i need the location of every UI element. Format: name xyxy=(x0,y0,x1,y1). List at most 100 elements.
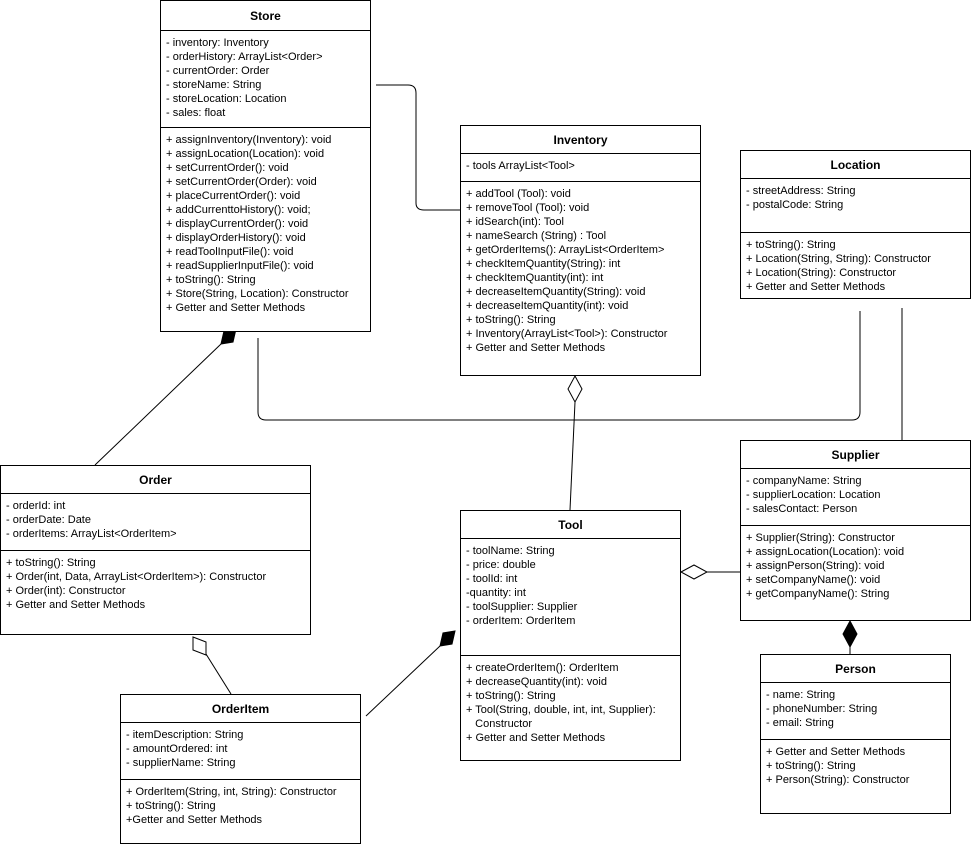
person-methods: + Getter and Setter Methods + toString()… xyxy=(761,739,950,787)
order-class[interactable]: Order - orderId: int - orderDate: Date -… xyxy=(0,465,311,635)
order-class-name: Order xyxy=(1,466,310,494)
method: + Inventory(ArrayList<Tool>): Constructo… xyxy=(466,328,668,340)
method: + Getter and Setter Methods xyxy=(6,599,146,611)
attribute: - currentOrder: Order xyxy=(166,65,270,77)
method: + toString(): String xyxy=(466,690,556,702)
method: + Getter and Setter Methods xyxy=(166,302,306,314)
method: + toString(): String xyxy=(6,557,96,569)
method: + Supplier(String): Constructor xyxy=(746,532,895,544)
method: + Tool(String, double, int, int, Supplie… xyxy=(466,704,656,716)
orderitem-class-name: OrderItem xyxy=(121,695,360,723)
attribute: - email: String xyxy=(766,717,834,729)
attribute: - companyName: String xyxy=(746,475,862,487)
person-class[interactable]: Person - name: String - phoneNumber: Str… xyxy=(760,654,951,814)
method: + assignLocation(Location): void xyxy=(746,546,905,558)
method: + addCurrenttoHistory(): void; xyxy=(166,204,311,216)
attribute: - orderItem: OrderItem xyxy=(466,615,576,627)
inventory-tool-link xyxy=(569,401,576,511)
method: + decreaseItemQuantity(int): void xyxy=(466,300,629,312)
attribute: - orderHistory: ArrayList<Order> xyxy=(166,51,323,63)
method: + removeTool (Tool): void xyxy=(466,202,590,214)
person-class-name: Person xyxy=(761,655,950,683)
method: + assignInventory(Inventory): void xyxy=(166,134,332,146)
inventory-tool-aggregation-diamond xyxy=(567,374,583,404)
tool-class-name: Tool xyxy=(461,511,680,539)
attribute: - supplierName: String xyxy=(126,757,236,769)
method: + toString(): String xyxy=(166,274,256,286)
orderitem-attributes: - itemDescription: String - amountOrdere… xyxy=(121,723,360,779)
store-order-link xyxy=(94,343,222,466)
attribute: - streetAddress: String xyxy=(746,185,856,197)
attribute: - sales: float xyxy=(166,107,226,119)
attribute: -quantity: int xyxy=(466,587,526,599)
orderitem-methods: + OrderItem(String, int, String): Constr… xyxy=(121,779,360,827)
store-class[interactable]: Store - inventory: Inventory - orderHist… xyxy=(160,0,371,332)
attribute: - toolName: String xyxy=(466,545,555,557)
orderitem-class[interactable]: OrderItem - itemDescription: String - am… xyxy=(120,694,361,844)
method: + displayCurrentOrder(): void xyxy=(166,218,309,230)
attribute: - supplierLocation: Location xyxy=(746,489,881,501)
method: + toString(): String xyxy=(746,239,836,251)
tool-class[interactable]: Tool - toolName: String - price: double … xyxy=(460,510,681,761)
order-orderitem-link xyxy=(205,653,232,695)
attribute: - name: String xyxy=(766,689,836,701)
method: + decreaseItemQuantity(String): void xyxy=(466,286,646,298)
store-location-link xyxy=(257,311,861,421)
attribute: - storeLocation: Location xyxy=(166,93,287,105)
method: + checkItemQuantity(int): int xyxy=(466,272,604,284)
attribute: - postalCode: String xyxy=(746,199,844,211)
method: Constructor xyxy=(466,718,533,730)
method: + Getter and Setter Methods xyxy=(466,732,606,744)
order-methods: + toString(): String + Order(int, Data, … xyxy=(1,550,310,612)
location-methods: + toString(): String + Location(String, … xyxy=(741,232,970,294)
method: + setCurrentOrder(Order): void xyxy=(166,176,317,188)
method: + addTool (Tool): void xyxy=(466,188,571,200)
method: + idSearch(int): Tool xyxy=(466,216,564,228)
attribute: - phoneNumber: String xyxy=(766,703,878,715)
method: + createOrderItem(): OrderItem xyxy=(466,662,619,674)
location-attributes: - streetAddress: String - postalCode: St… xyxy=(741,179,970,232)
method: + Store(String, Location): Constructor xyxy=(166,288,349,300)
attribute: - tools ArrayList<Tool> xyxy=(466,160,575,172)
attribute: - inventory: Inventory xyxy=(166,37,269,49)
method: + setCurrentOrder(): void xyxy=(166,162,289,174)
location-class-name: Location xyxy=(741,151,970,179)
store-inventory-link xyxy=(376,84,461,211)
attribute: - storeName: String xyxy=(166,79,262,91)
tool-supplier-aggregation-diamond xyxy=(679,564,709,580)
method: + Person(String): Constructor xyxy=(766,774,910,786)
method: + Location(String): Constructor xyxy=(746,267,897,279)
method: + toString(): String xyxy=(766,760,856,772)
method: + Order(int, Data, ArrayList<OrderItem>)… xyxy=(6,571,267,583)
inventory-class[interactable]: Inventory - tools ArrayList<Tool> + addT… xyxy=(460,125,701,376)
store-attributes: - inventory: Inventory - orderHistory: A… xyxy=(161,31,370,127)
method: + Getter and Setter Methods xyxy=(746,281,886,293)
method: + Order(int): Constructor xyxy=(6,585,126,597)
supplier-class[interactable]: Supplier - companyName: String - supplie… xyxy=(740,440,971,621)
attribute: - salesContact: Person xyxy=(746,503,858,515)
method: + readToolInputFile(): void xyxy=(166,246,294,258)
method: + decreaseQuantity(int): void xyxy=(466,676,607,688)
tool-orderitem-composition-diamond xyxy=(439,630,456,647)
attribute: - orderDate: Date xyxy=(6,514,91,526)
method: + assignPerson(String): void xyxy=(746,560,885,572)
order-orderitem-aggregation-diamond xyxy=(192,636,207,656)
tool-methods: + createOrderItem(): OrderItem + decreas… xyxy=(461,655,680,745)
method: + Getter and Setter Methods xyxy=(466,342,606,354)
attribute: - itemDescription: String xyxy=(126,729,244,741)
tool-attributes: - toolName: String - price: double - too… xyxy=(461,539,680,655)
location-class[interactable]: Location - streetAddress: String - posta… xyxy=(740,150,971,299)
method: + displayOrderHistory(): void xyxy=(166,232,306,244)
method: + readSupplierInputFile(): void xyxy=(166,260,314,272)
method: + Location(String, String): Constructor xyxy=(746,253,931,265)
attribute: - toolId: int xyxy=(466,573,518,585)
inventory-methods: + addTool (Tool): void + removeTool (Too… xyxy=(461,181,700,355)
method: +Getter and Setter Methods xyxy=(126,814,263,826)
method: + toString(): String xyxy=(466,314,556,326)
method: + OrderItem(String, int, String): Constr… xyxy=(126,786,337,798)
method: + setCompanyName(): void xyxy=(746,574,881,586)
store-class-name: Store xyxy=(161,1,370,31)
attribute: - orderId: int xyxy=(6,500,66,512)
method: + toString(): String xyxy=(126,800,216,812)
